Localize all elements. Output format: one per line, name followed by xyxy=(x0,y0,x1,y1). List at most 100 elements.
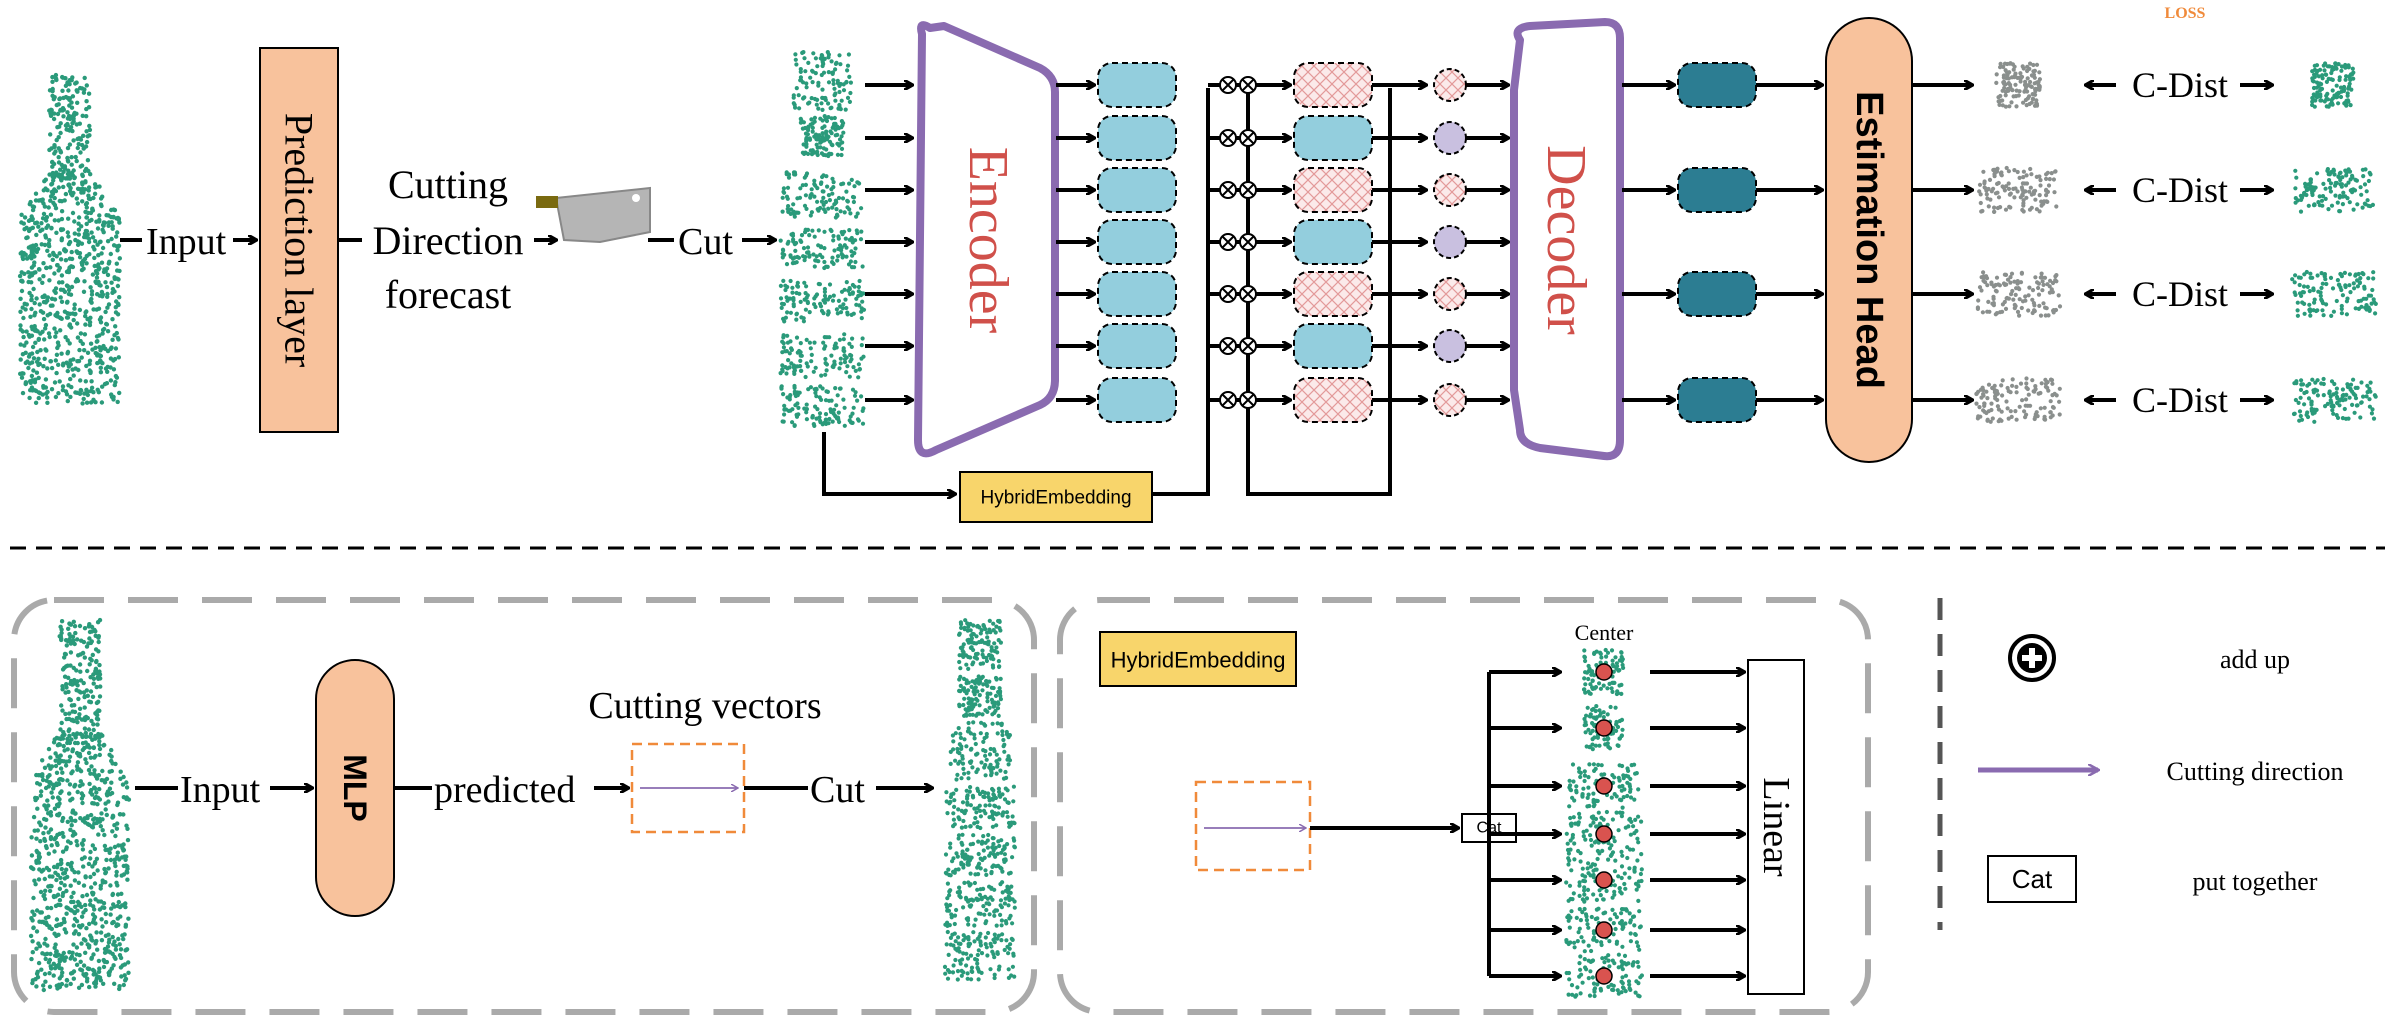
top-pipeline: Input Prediction layer Cutting Direction… xyxy=(17,5,2378,523)
cutting-vectors-label: Cutting vectors xyxy=(588,685,821,727)
legend-put-together: put together xyxy=(2193,867,2318,896)
legend: add up Cutting direction Cat put togethe… xyxy=(1937,598,2344,930)
cloud-segment xyxy=(779,383,866,428)
cloud-segment xyxy=(943,832,1018,878)
cutting-direction-line1: Cutting xyxy=(388,162,508,207)
prediction-layer-box xyxy=(259,47,339,433)
cloud-segment xyxy=(798,114,846,159)
linear-label: Linear xyxy=(1755,777,1797,877)
encoder-input-arrows xyxy=(865,85,912,400)
center-points-bottle xyxy=(1564,647,1644,999)
center-segment xyxy=(1564,906,1643,954)
decoder-block xyxy=(1510,18,1624,461)
center-segment xyxy=(1581,647,1626,697)
cut-point-cloud-bottom xyxy=(942,618,1018,982)
center-segment xyxy=(1564,809,1644,859)
center-label: Center xyxy=(1575,620,1634,645)
masked-token xyxy=(1293,377,1373,423)
encoder-token-column xyxy=(1056,62,1177,423)
encoder-token xyxy=(1097,219,1177,265)
legend-cat-label: Cat xyxy=(2012,864,2053,894)
plus-circle-icon xyxy=(2008,634,2056,682)
position-token xyxy=(1433,383,1467,417)
cloud-segment xyxy=(948,720,1013,782)
decoder-token-column xyxy=(1622,62,1822,423)
decoder-token xyxy=(1677,377,1757,423)
center-point xyxy=(1595,871,1613,889)
cdist-label: C-Dist xyxy=(2132,274,2228,314)
input-point-cloud-bottom xyxy=(28,617,132,993)
center-point xyxy=(1595,777,1613,795)
center-point xyxy=(1595,719,1613,737)
legend-add-up: add up xyxy=(2220,645,2290,674)
cloud-segment xyxy=(957,674,1004,719)
cloud-segment xyxy=(778,227,865,271)
cut-point-cloud-segments xyxy=(778,50,867,428)
cloud-segment xyxy=(957,618,1004,672)
center-segment xyxy=(1564,952,1644,999)
center-point xyxy=(1595,825,1613,843)
estimation-head-box xyxy=(1825,17,1913,463)
mlp-label: MLP xyxy=(337,754,373,822)
cat-fanout-lines xyxy=(1487,672,1744,976)
cdist-row: C-Dist xyxy=(1912,61,2356,109)
cloud-segment xyxy=(944,784,1017,831)
hybrid-embedding-label: HybridEmbedding xyxy=(980,488,1131,509)
cutting-direction-panel: Input MLP predicted Cutting vectors Cut xyxy=(11,597,1037,1015)
position-token xyxy=(1433,121,1467,155)
cut-label: Cut xyxy=(678,221,733,263)
decoder-token xyxy=(1677,271,1757,317)
visible-token xyxy=(1293,115,1373,161)
position-token xyxy=(1433,329,1467,363)
input-label: Input xyxy=(146,221,227,263)
predicted-label: predicted xyxy=(434,769,575,811)
position-token xyxy=(1433,173,1467,207)
encoder-label: Encoder xyxy=(957,147,1019,334)
estimation-head-label: Estimation Head xyxy=(1848,91,1890,389)
cutting-vector-input-box xyxy=(1194,780,1312,872)
cloud-segment xyxy=(943,880,1017,929)
decoder-token xyxy=(1677,167,1757,213)
position-token xyxy=(1433,68,1467,102)
decoder-token xyxy=(1677,62,1757,108)
cdist-label: C-Dist xyxy=(2132,380,2228,420)
center-point xyxy=(1595,967,1613,985)
hybrid-embedding-box xyxy=(959,471,1153,523)
cloud-segment xyxy=(942,929,1017,982)
center-segment xyxy=(1582,704,1625,752)
position-token xyxy=(1433,225,1467,259)
center-segment xyxy=(1567,762,1641,810)
cloud-segment xyxy=(780,170,864,220)
cloud-segment xyxy=(778,278,867,324)
encoder-token xyxy=(1097,271,1177,317)
legend-cat-box xyxy=(1987,855,2077,903)
legend-cutting-direction: Cutting direction xyxy=(2167,757,2344,786)
cdist-row: C-Dist xyxy=(1912,269,2378,318)
visible-token xyxy=(1293,219,1373,265)
hybrid-embedding-title: HybridEmbedding xyxy=(1111,648,1286,673)
cutting-vector-box xyxy=(630,742,746,834)
loss-label: LOSS xyxy=(2165,5,2206,22)
center-point xyxy=(1595,921,1613,939)
masked-token-grid xyxy=(1208,62,1508,423)
hybrid-embedding-title-box xyxy=(1099,631,1297,687)
masked-token xyxy=(1293,271,1373,317)
cloud-segment xyxy=(791,50,854,112)
cdist-row: C-Dist xyxy=(1912,165,2375,214)
bottom-input-label: Input xyxy=(180,769,261,811)
center-segment xyxy=(1564,855,1644,904)
cloud-segment xyxy=(778,332,866,380)
prediction-layer-label: Prediction layer xyxy=(277,113,322,367)
cutting-direction-line3: forecast xyxy=(385,272,512,317)
cdist-label: C-Dist xyxy=(2132,170,2228,210)
center-point xyxy=(1595,663,1613,681)
bottom-cut-label: Cut xyxy=(810,769,865,811)
cutting-direction-line2: Direction xyxy=(372,218,523,263)
encoder-token xyxy=(1097,377,1177,423)
hybrid-embedding-panel: HybridEmbedding Cat Center Linear xyxy=(1057,597,1871,1015)
position-token xyxy=(1433,277,1467,311)
linear-box xyxy=(1747,659,1805,995)
masked-token xyxy=(1293,62,1373,108)
